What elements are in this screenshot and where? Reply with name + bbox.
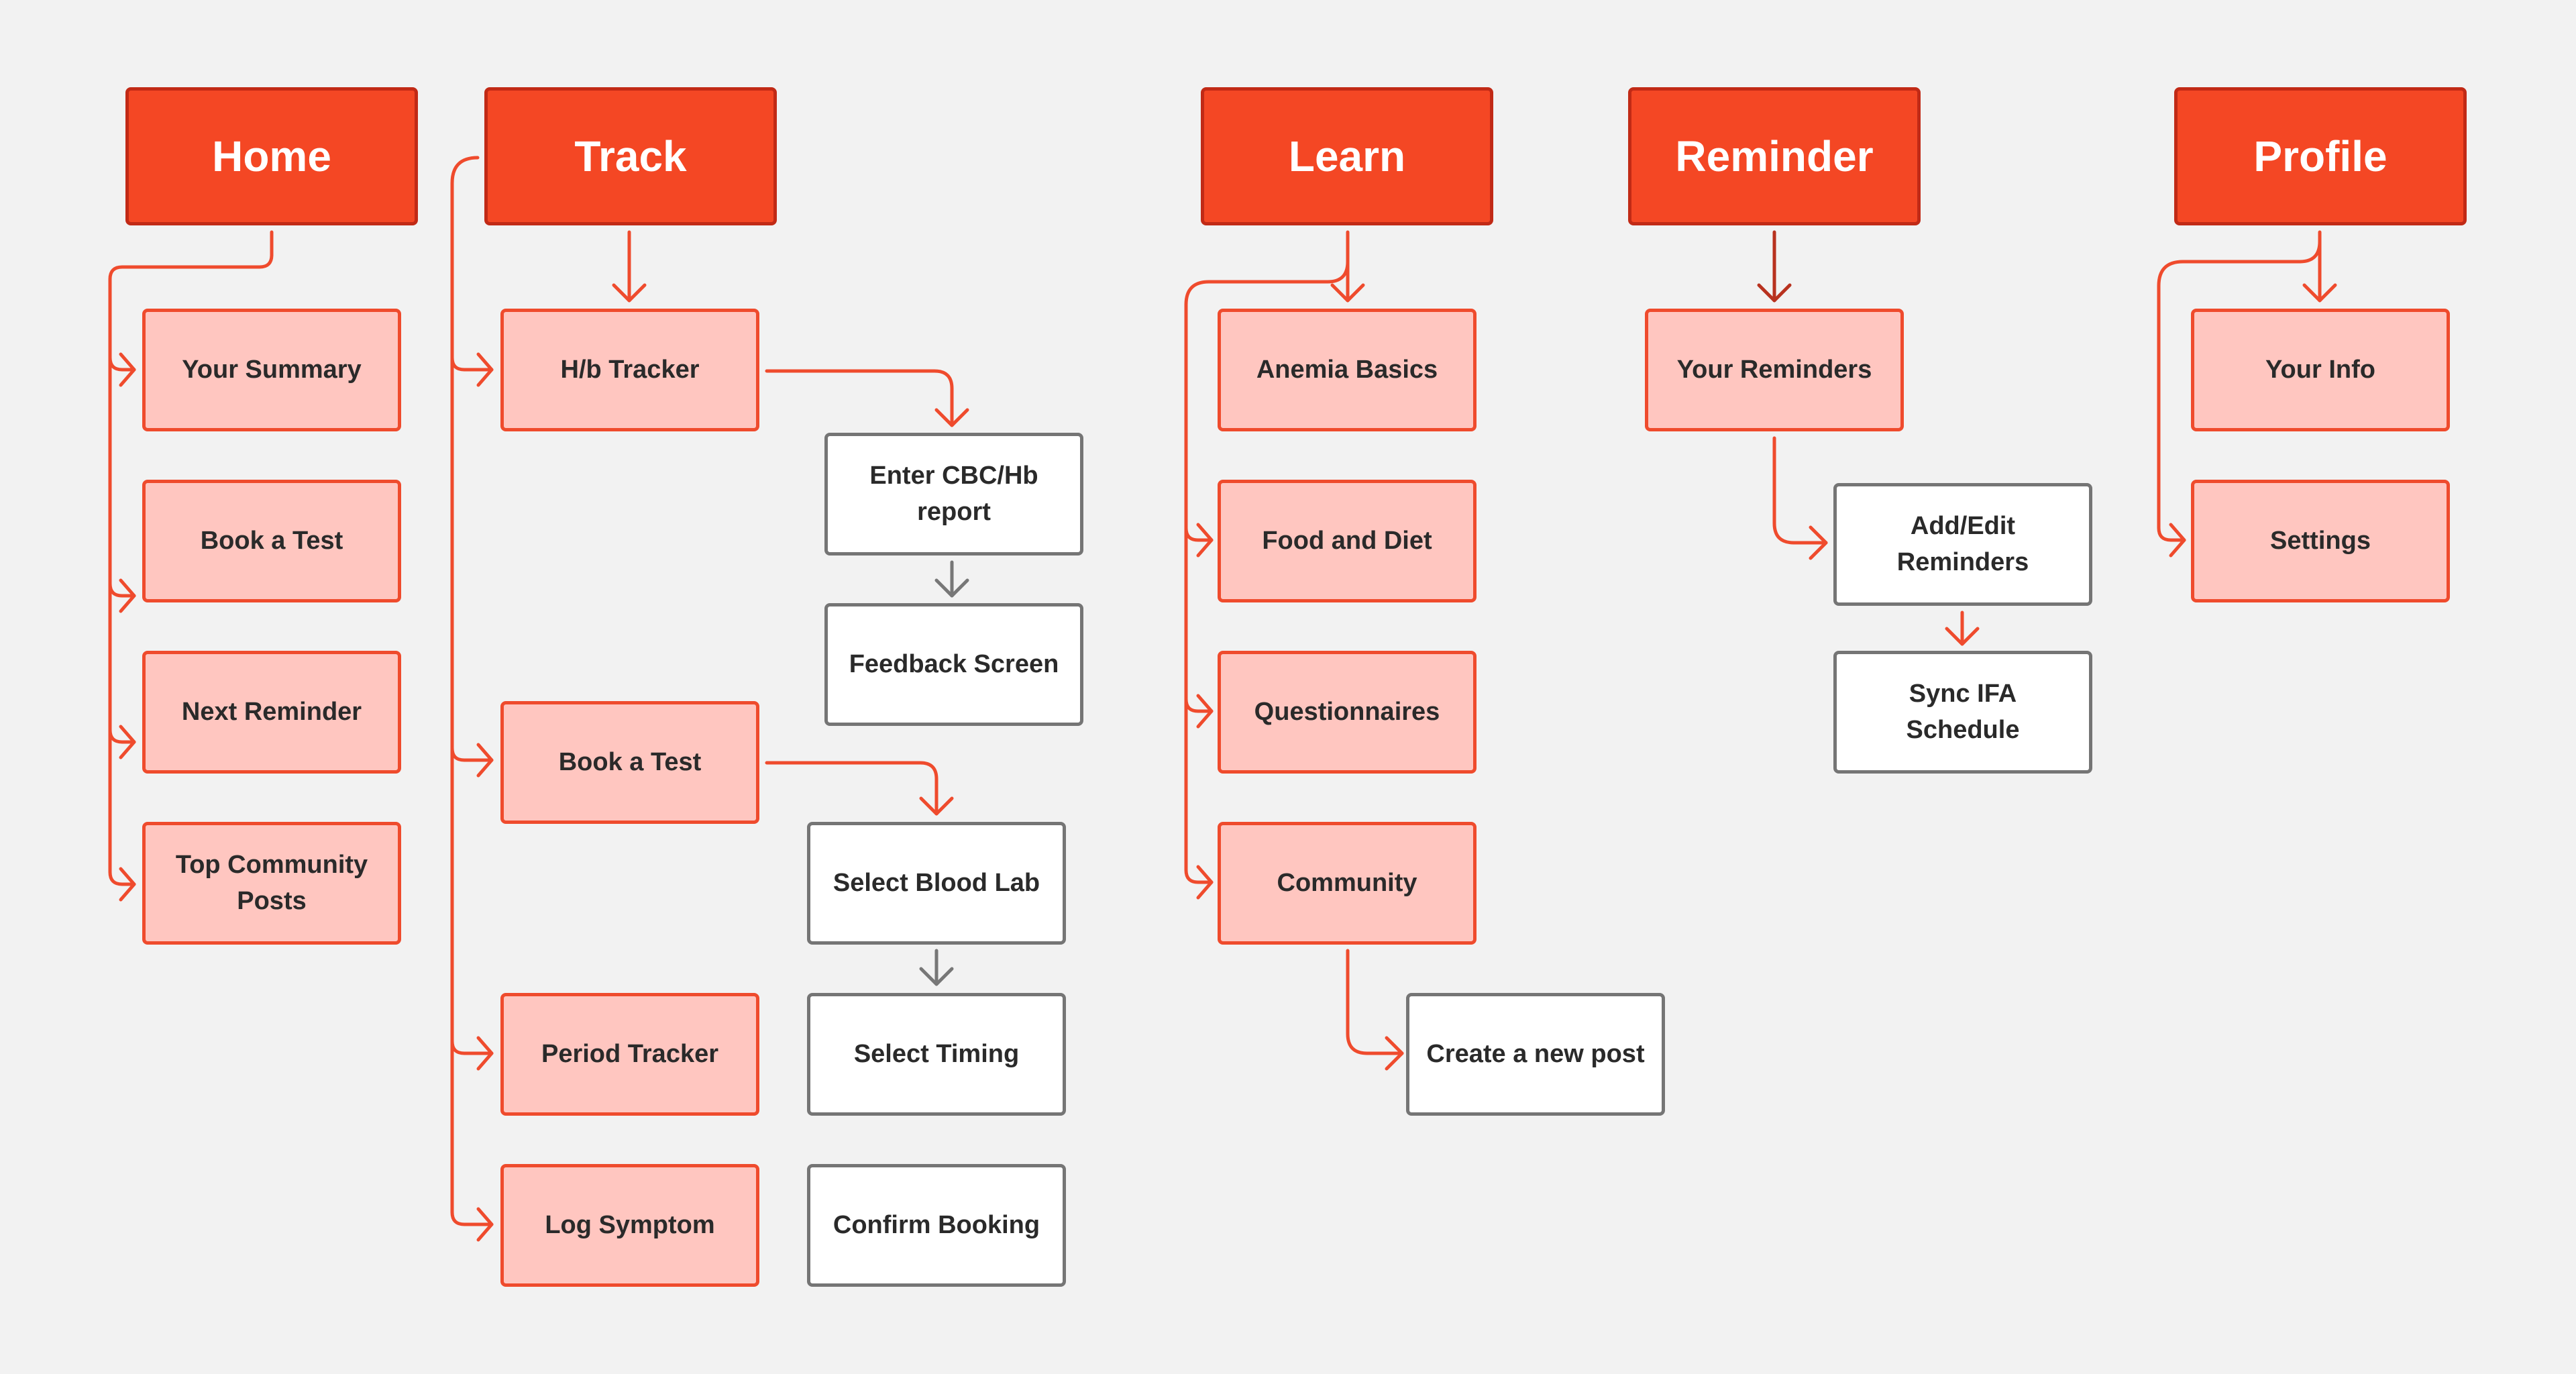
track-item-hb-tracker[interactable]: H/b Tracker (500, 309, 759, 431)
track-header[interactable]: Track (484, 87, 777, 225)
community-flow-create-post[interactable]: Create a new post (1406, 993, 1665, 1116)
home-arrowhead-4 (119, 867, 136, 902)
track-arrowhead-1 (476, 352, 494, 387)
booking-flow-confirm[interactable]: Confirm Booking (807, 1164, 1066, 1287)
learn-branch-2 (1184, 697, 1214, 713)
track-item-period-tracker[interactable]: Period Tracker (500, 993, 759, 1116)
booking-flow-select-lab[interactable]: Select Blood Lab (807, 822, 1066, 945)
learn-arrowhead-2 (1196, 694, 1214, 729)
home-item-summary[interactable]: Your Summary (142, 309, 401, 431)
track-to-hb-head (612, 283, 647, 303)
reminders-to-addedit-head (1809, 525, 1828, 560)
profile-trunk (2157, 240, 2322, 542)
home-trunk (108, 230, 274, 886)
hb-flow-enter-report[interactable]: Enter CBC/Hb report (824, 433, 1083, 556)
learn-item-questionnaires[interactable]: Questionnaires (1218, 651, 1477, 774)
learn-item-food-diet[interactable]: Food and Diet (1218, 480, 1477, 602)
profile-item-settings[interactable]: Settings (2191, 480, 2450, 602)
hb-to-cbc (765, 369, 954, 427)
learn-header[interactable]: Learn (1201, 87, 1493, 225)
home-header[interactable]: Home (125, 87, 418, 225)
learn-head-down-arrow (1330, 283, 1365, 303)
booktest-to-lab-head (919, 796, 954, 816)
profile-item-your-info[interactable]: Your Info (2191, 309, 2450, 431)
hb-to-cbc-head (934, 408, 969, 427)
track-arrowhead-4 (476, 1207, 494, 1242)
track-item-log-symptom[interactable]: Log Symptom (500, 1164, 759, 1287)
learn-arrowhead-3 (1196, 865, 1214, 900)
learn-connectors (1184, 230, 1404, 1071)
home-arrowhead-3 (119, 725, 136, 759)
track-item-book-test[interactable]: Book a Test (500, 701, 759, 824)
home-connectors (108, 230, 274, 902)
profile-arrowhead-1 (2169, 523, 2186, 558)
learn-trunk (1184, 260, 1350, 884)
home-item-community-posts[interactable]: Top Community Posts (142, 822, 401, 945)
hb-flow-feedback[interactable]: Feedback Screen (824, 603, 1083, 726)
reminder-header[interactable]: Reminder (1628, 87, 1921, 225)
home-arrowhead-2 (119, 578, 136, 613)
home-branch-3 (108, 728, 136, 744)
home-branch-2 (108, 582, 136, 598)
track-branch-1 (450, 356, 494, 372)
learn-branch-1 (1184, 526, 1214, 542)
home-item-book-test[interactable]: Book a Test (142, 480, 401, 602)
track-arrowhead-3 (476, 1036, 494, 1071)
track-trunk (450, 156, 494, 1226)
community-to-post (1346, 949, 1404, 1055)
track-grey-connectors (919, 560, 969, 986)
reminder-flow-add-edit[interactable]: Add/Edit Reminders (1833, 483, 2092, 606)
learn-item-anemia-basics[interactable]: Anemia Basics (1218, 309, 1477, 431)
track-branch-2 (450, 746, 494, 762)
track-arrowhead-2 (476, 743, 494, 778)
profile-head-down-arrow (2302, 283, 2337, 303)
home-item-next-reminder[interactable]: Next Reminder (142, 651, 401, 774)
learn-item-community[interactable]: Community (1218, 822, 1477, 945)
reminder-flow-sync-ifa[interactable]: Sync IFA Schedule (1833, 651, 2092, 774)
track-branch-3 (450, 1039, 494, 1055)
reminders-to-addedit (1772, 436, 1828, 545)
track-connectors (450, 156, 969, 1242)
profile-header[interactable]: Profile (2174, 87, 2467, 225)
booktest-to-lab (765, 761, 938, 816)
community-to-post-head (1385, 1036, 1404, 1071)
home-branch-1 (108, 356, 136, 372)
cbc-to-feedback-head (934, 578, 969, 598)
addedit-to-sync-head (1945, 627, 1980, 646)
lab-to-timing-head (919, 967, 954, 986)
home-arrowhead-1 (119, 352, 136, 387)
learn-arrowhead-1 (1196, 523, 1214, 558)
reminder-item-your-reminders[interactable]: Your Reminders (1645, 309, 1904, 431)
booking-flow-select-timing[interactable]: Select Timing (807, 993, 1066, 1116)
profile-connectors (2157, 230, 2337, 558)
reminder-connectors (1757, 230, 1980, 646)
reminder-head-down-arrow (1757, 283, 1792, 303)
